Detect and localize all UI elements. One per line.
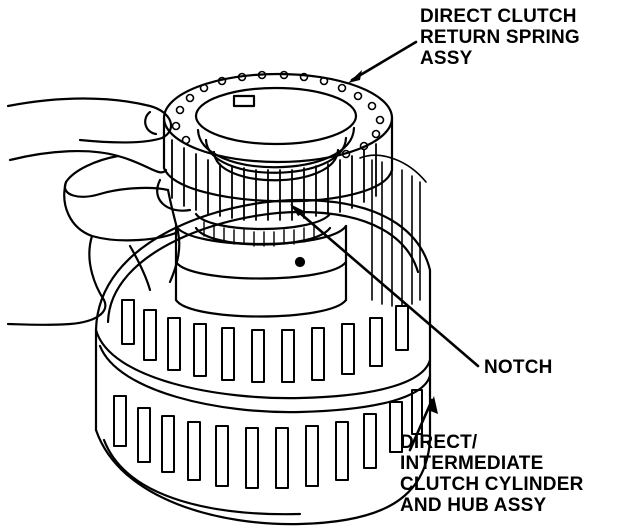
leader-return-spring <box>350 40 418 82</box>
hub-column <box>174 212 348 318</box>
callout-line: AND HUB ASSY <box>400 495 547 516</box>
arrowheads <box>290 70 438 414</box>
return-spring-assembly <box>162 70 394 221</box>
leader-lines <box>292 40 480 452</box>
hand-illustration <box>6 97 192 326</box>
callout-notch: NOTCH <box>484 357 553 378</box>
callout-line: INTERMEDIATE <box>400 453 544 474</box>
callout-cylinder-hub: DIRECT/ INTERMEDIATE CLUTCH CYLINDER AND… <box>400 432 584 516</box>
leader-notch <box>292 206 480 368</box>
callout-line: DIRECT/ <box>400 432 478 453</box>
callout-return-spring: DIRECT CLUTCH RETURN SPRING ASSY <box>420 6 580 69</box>
callout-line: DIRECT CLUTCH <box>420 6 577 27</box>
callout-line: RETURN SPRING <box>420 27 580 48</box>
callout-line: CLUTCH CYLINDER <box>400 474 584 495</box>
leader-cylinder <box>408 398 434 452</box>
callout-line: ASSY <box>420 48 473 69</box>
clutch-cylinder-hub <box>94 154 432 526</box>
callout-line: NOTCH <box>484 357 553 378</box>
